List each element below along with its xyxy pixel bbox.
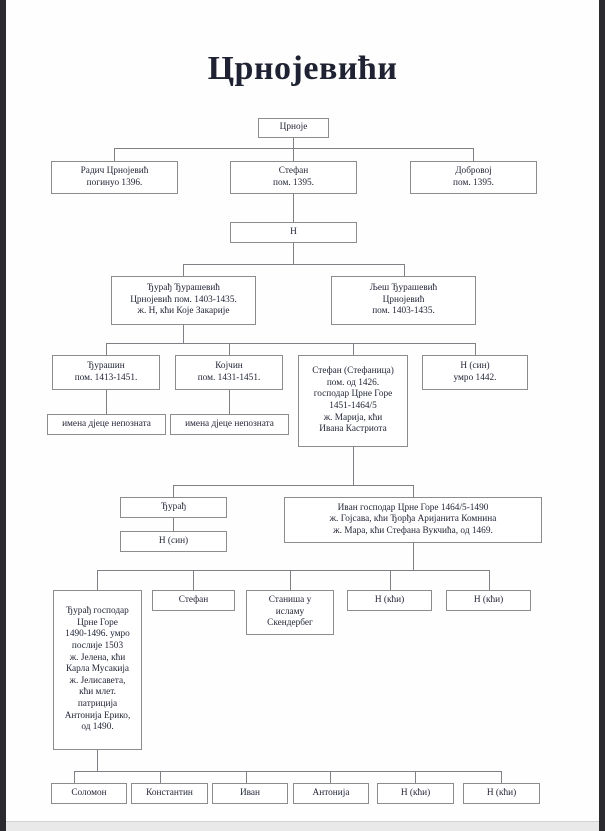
page-title: Црнојевићи (207, 50, 398, 87)
connector-gen5-drop-2 (229, 343, 230, 355)
connector-djuradj-down (183, 325, 184, 344)
node-n-kci-gen7-1[interactable]: Н (кћи) (347, 590, 432, 611)
connector-gen7-drop-5 (489, 570, 490, 590)
connector-gen4-drop-1 (183, 264, 184, 276)
connector-gen2-drop-1 (114, 148, 115, 161)
connector-gen8-drop-3 (246, 771, 247, 783)
node-djuradj-djurasevic[interactable]: Ђурађ Ђурашевић Црнојевић пом. 1403-1435… (111, 276, 256, 325)
connector-gen4-drop-2 (404, 264, 405, 276)
node-stefan-gen7[interactable]: Стефан (152, 590, 235, 611)
connector-gen7-drop-4 (390, 570, 391, 590)
connector-stefanica-down (353, 447, 354, 473)
node-ljes-djurasevic[interactable]: Љеш Ђурашевић Црнојевић пом. 1403-1435. (331, 276, 476, 325)
connector-gen8-drop-4 (330, 771, 331, 783)
node-konstantin[interactable]: Константин (131, 783, 208, 804)
node-unknown-children-djurasin[interactable]: имена дјеце непозната (47, 414, 166, 435)
connector-kojcin-to-unknown (229, 390, 230, 414)
node-djurasin[interactable]: Ђурашин пом. 1413-1451. (52, 355, 160, 390)
page-right-edge-strip (599, 0, 605, 831)
node-n-gen3[interactable]: Н (230, 222, 357, 243)
connector-gen8-drop-1 (74, 771, 75, 783)
connector-stefan-to-n (293, 194, 294, 222)
node-unknown-children-kojcin[interactable]: имена дјеце непозната (170, 414, 289, 435)
node-djuradj-gen6[interactable]: Ђурађ (120, 497, 227, 518)
node-stefan-stefanica[interactable]: Стефан (Стефаница) пом. од 1426. господа… (298, 355, 408, 447)
connector-gen8-drop-2 (160, 771, 161, 783)
connector-gen8-bus (74, 771, 501, 772)
connector-gen5-drop-4 (475, 343, 476, 355)
connector-gen5-bus (106, 343, 475, 344)
page-left-edge-strip (0, 0, 6, 831)
node-antonija[interactable]: Антонија (293, 783, 369, 804)
connector-djurasin-to-unknown (106, 390, 107, 414)
connector-gen6-drop-1 (173, 485, 174, 497)
node-ivan-gen8[interactable]: Иван (212, 783, 288, 804)
node-kojcin[interactable]: Којчин пом. 1431-1451. (175, 355, 283, 390)
connector-djuradj-to-nsin (173, 518, 174, 531)
node-n-sin-gen6[interactable]: Н (син) (120, 531, 227, 552)
connector-djuradj7-down (97, 750, 98, 772)
connector-gen6-drop-2 (413, 485, 414, 497)
page-bottom-band (6, 821, 599, 831)
connector-gen7-drop-3 (290, 570, 291, 590)
node-crnoje[interactable]: Црноје (258, 118, 329, 138)
connector-ivan-down (413, 543, 414, 571)
node-n-sin-1442[interactable]: Н (син) умро 1442. (422, 355, 528, 390)
node-stanisa-skenderbeg[interactable]: Станиша у исламу Скендербег (246, 590, 334, 635)
connector-gen7-bus (97, 570, 490, 571)
connector-gen7-drop-1 (97, 570, 98, 590)
node-radic-crnojevic[interactable]: Радич Црнојевић погинуо 1396. (51, 161, 178, 194)
node-n-kci-gen8-1[interactable]: Н (кћи) (377, 783, 454, 804)
node-n-kci-gen8-2[interactable]: Н (кћи) (463, 783, 540, 804)
connector-gen2-drop-2 (293, 148, 294, 161)
node-djuradj-gospodar[interactable]: Ђурађ господар Црне Горе 1490-1496. умро… (53, 590, 142, 750)
connector-gen8-drop-5 (415, 771, 416, 783)
node-ivan-gospodar[interactable]: Иван господар Црне Горе 1464/5-1490 ж. Г… (284, 497, 542, 543)
connector-gen6-bus (173, 485, 413, 486)
connector-gen2-drop-3 (473, 148, 474, 161)
node-n-kci-gen7-2[interactable]: Н (кћи) (446, 590, 531, 611)
connector-gen5-drop-3 (353, 343, 354, 355)
node-dobrovoj[interactable]: Добровој пом. 1395. (410, 161, 537, 194)
node-stefan-1395[interactable]: Стефан пом. 1395. (230, 161, 357, 194)
connector-gen6-center (353, 473, 354, 486)
connector-gen8-drop-6 (501, 771, 502, 783)
connector-gen7-drop-2 (193, 570, 194, 590)
connector-n-down (293, 243, 294, 265)
connector-gen5-drop-1 (106, 343, 107, 355)
node-solomon[interactable]: Соломон (51, 783, 127, 804)
connector-gen4-bus (183, 264, 404, 265)
